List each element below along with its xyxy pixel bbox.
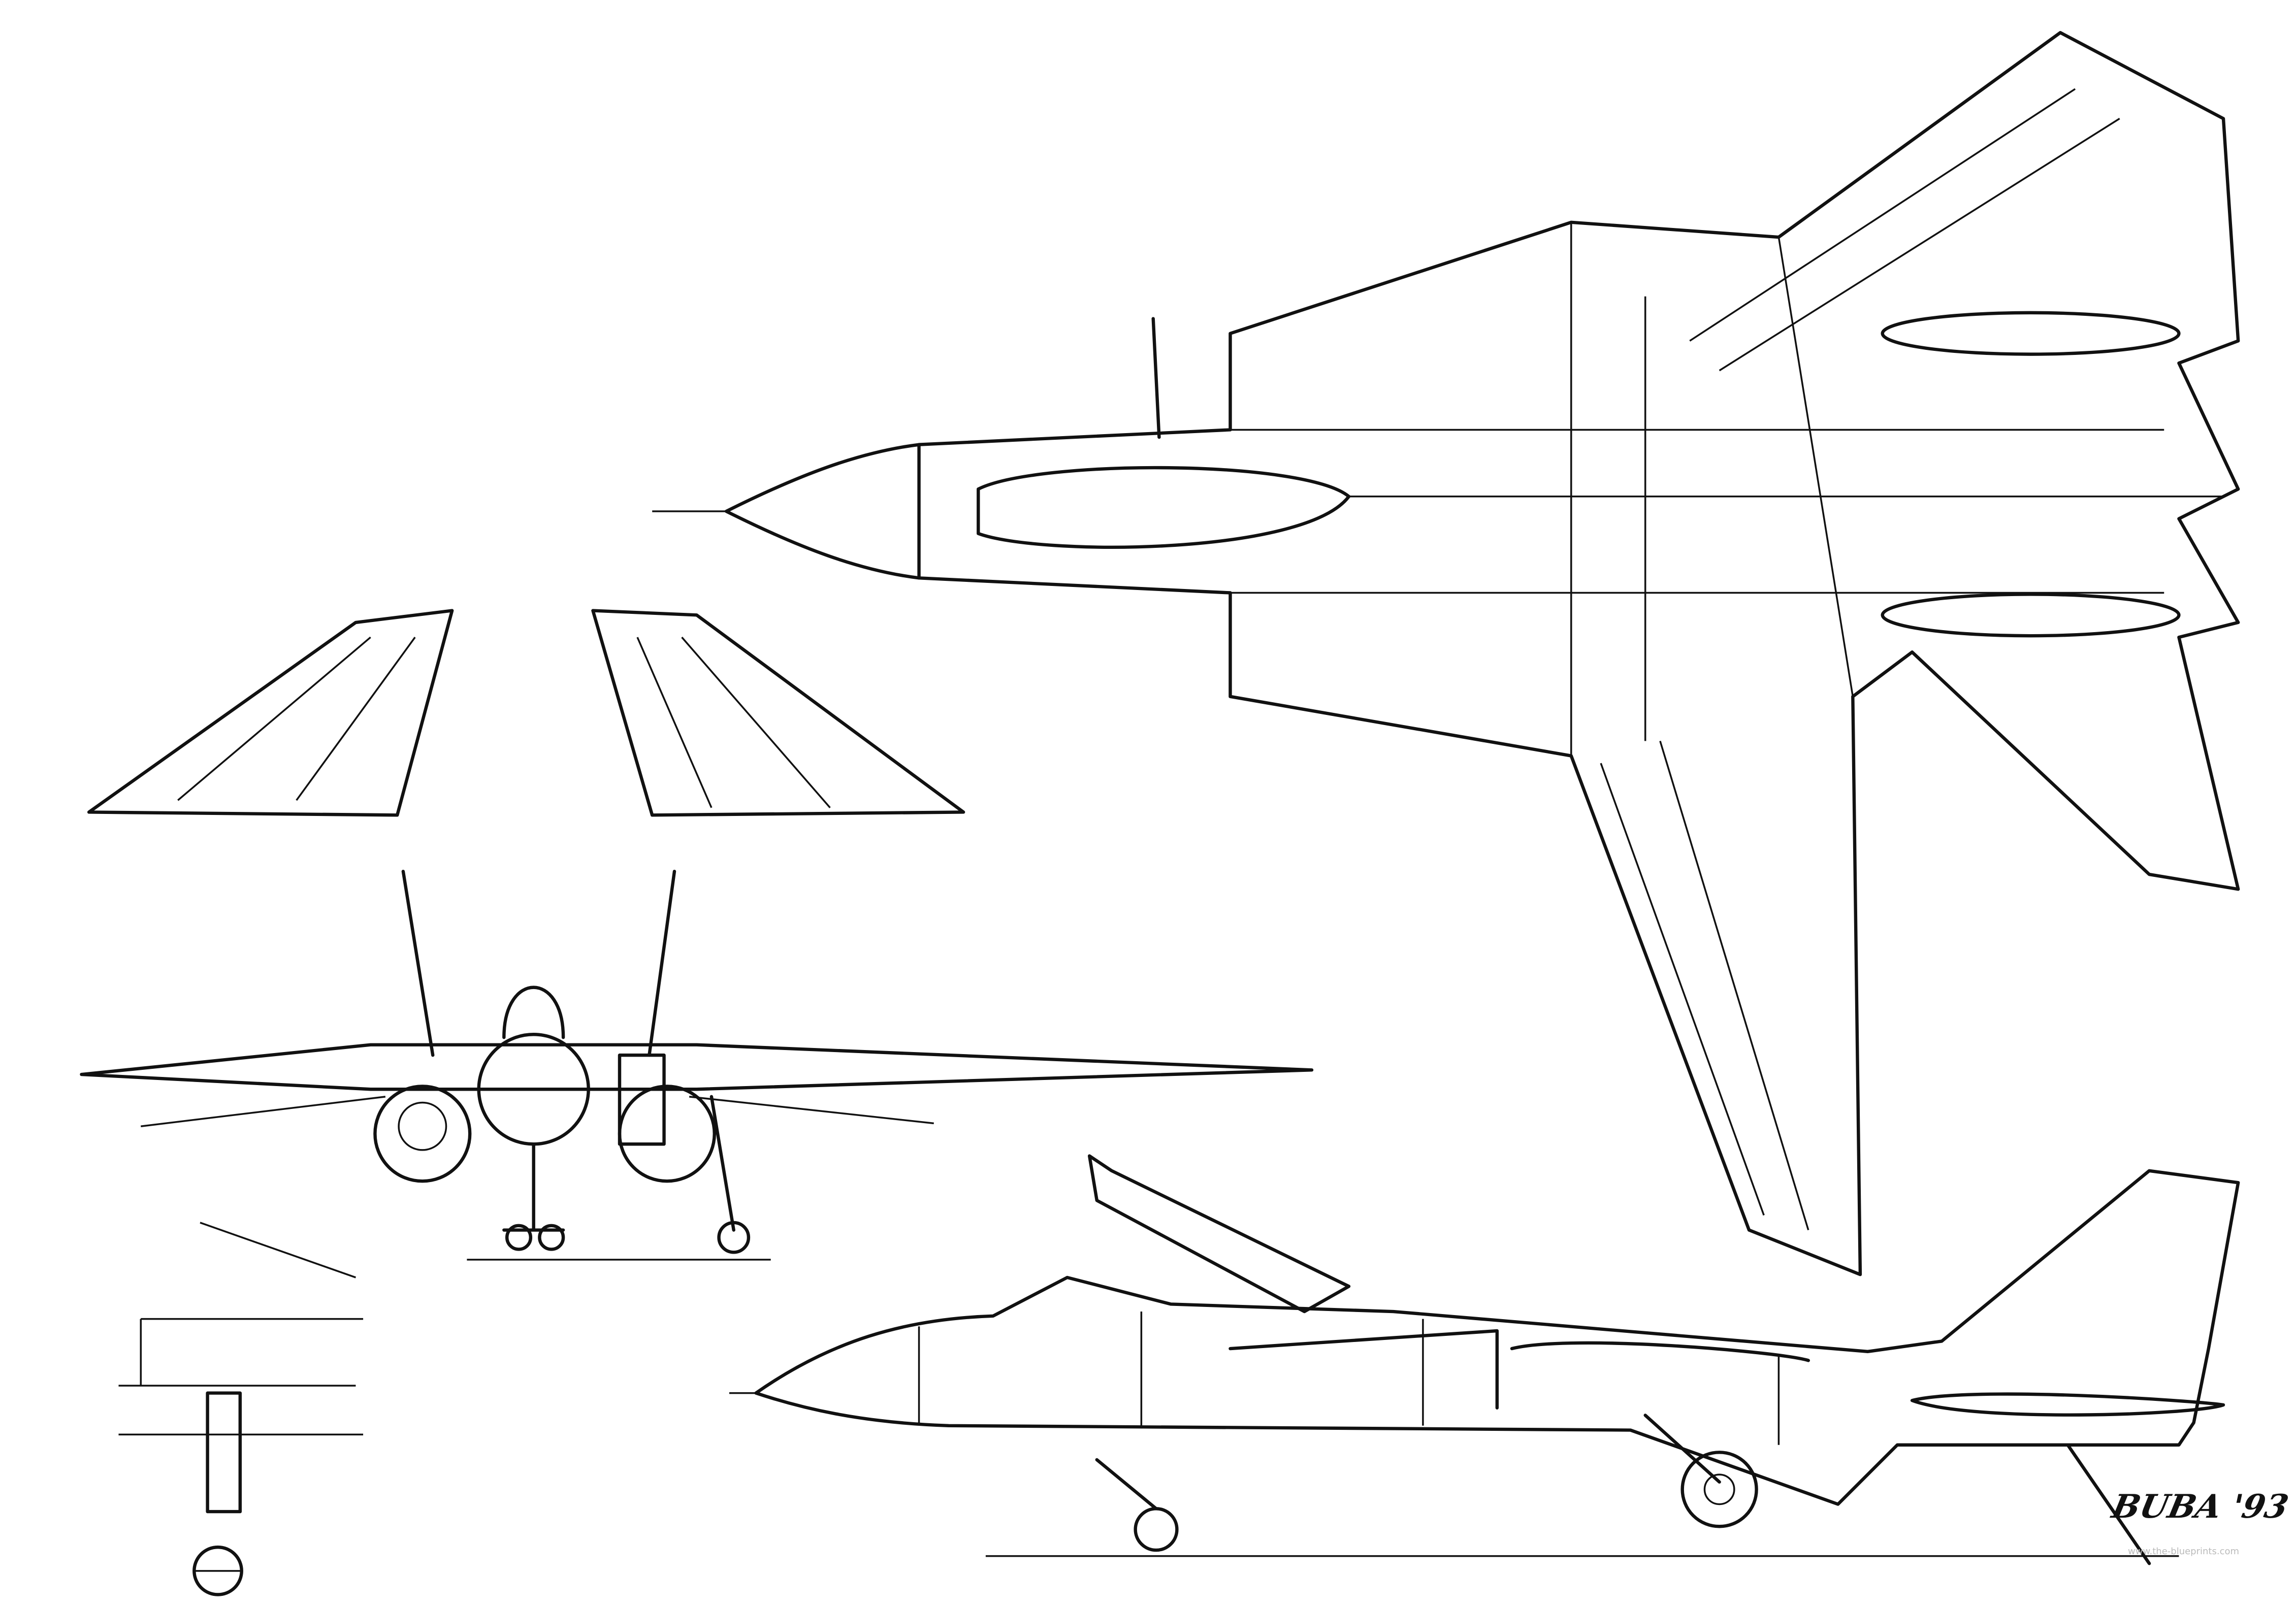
- plan-view: [652, 31, 2240, 1276]
- vertical-tail-views: [87, 609, 965, 817]
- front-view: [80, 870, 1314, 1261]
- side-view: [729, 1154, 2240, 1565]
- artist-signature: BUBA '93: [2109, 1488, 2292, 1526]
- watermark: www.the-blueprints.com: [2128, 1546, 2240, 1557]
- gear-detail-view: [118, 1222, 364, 1596]
